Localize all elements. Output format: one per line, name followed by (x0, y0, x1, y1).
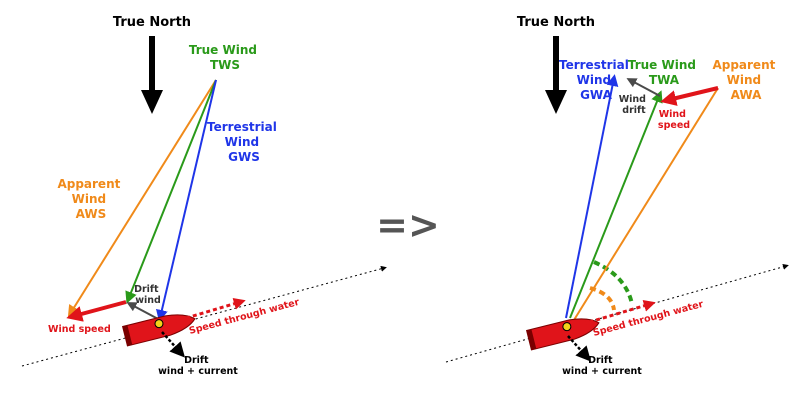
right-apparent-wind-label: Apparent Wind AWA (712, 58, 779, 102)
left-speed-through-water-arrow (165, 297, 246, 326)
left-drift-wind-arrow (126, 302, 161, 321)
right-apparent-wind-arrow (573, 87, 719, 321)
left-drift-current-label: Drift wind + current (158, 355, 238, 377)
right-panel: True North Terrestrial Wind GWA True Win… (445, 15, 789, 377)
right-drift-current-label: Drift wind + current (562, 355, 642, 377)
left-terrestrial-wind-arrow (155, 79, 217, 322)
left-true-north-arrow (141, 36, 163, 114)
right-true-wind-arrow (569, 90, 663, 319)
left-boat (121, 314, 196, 347)
left-apparent-wind-label: Apparent Wind AWS (57, 177, 124, 221)
right-wind-drift-arrow (626, 78, 661, 97)
right-course-line (445, 263, 789, 363)
right-wind-speed-arrow (660, 86, 719, 106)
left-panel: True North True Wind TWS Terrestrial Win… (21, 15, 387, 377)
left-speed-through-water-label: Speed through water (188, 297, 301, 337)
left-true-north-label: True North (113, 15, 191, 30)
left-true-wind-arrow (125, 79, 217, 304)
right-wind-drift-label: Wind drift (619, 94, 650, 116)
left-drift-current-arrow (161, 331, 186, 358)
right-true-north-label: True North (517, 15, 595, 30)
right-boat (525, 318, 600, 351)
right-apparent-wind-angle-arc (589, 286, 616, 311)
right-terrestrial-wind-label: Terrestrial Wind GWA (559, 58, 633, 102)
left-wind-speed-label: Wind speed (48, 324, 111, 335)
left-apparent-wind-arrow (67, 79, 217, 318)
left-terrestrial-wind-label: Terrestrial Wind GWS (207, 120, 281, 164)
right-true-wind-angle-arc (593, 260, 634, 305)
left-drift-wind-label: Drift wind (134, 284, 162, 306)
left-wind-speed-arrow (66, 300, 127, 322)
right-terrestrial-wind-arrow (565, 74, 619, 319)
implies-operator: => (376, 203, 440, 247)
right-true-wind-label: True Wind TWA (628, 58, 700, 87)
right-drift-current-arrow (567, 335, 592, 362)
left-true-wind-label: True Wind TWS (189, 43, 261, 72)
right-wind-speed-label: Wind speed (658, 109, 690, 131)
right-speed-through-water-arrow (575, 299, 656, 328)
right-true-north-arrow (545, 36, 567, 114)
